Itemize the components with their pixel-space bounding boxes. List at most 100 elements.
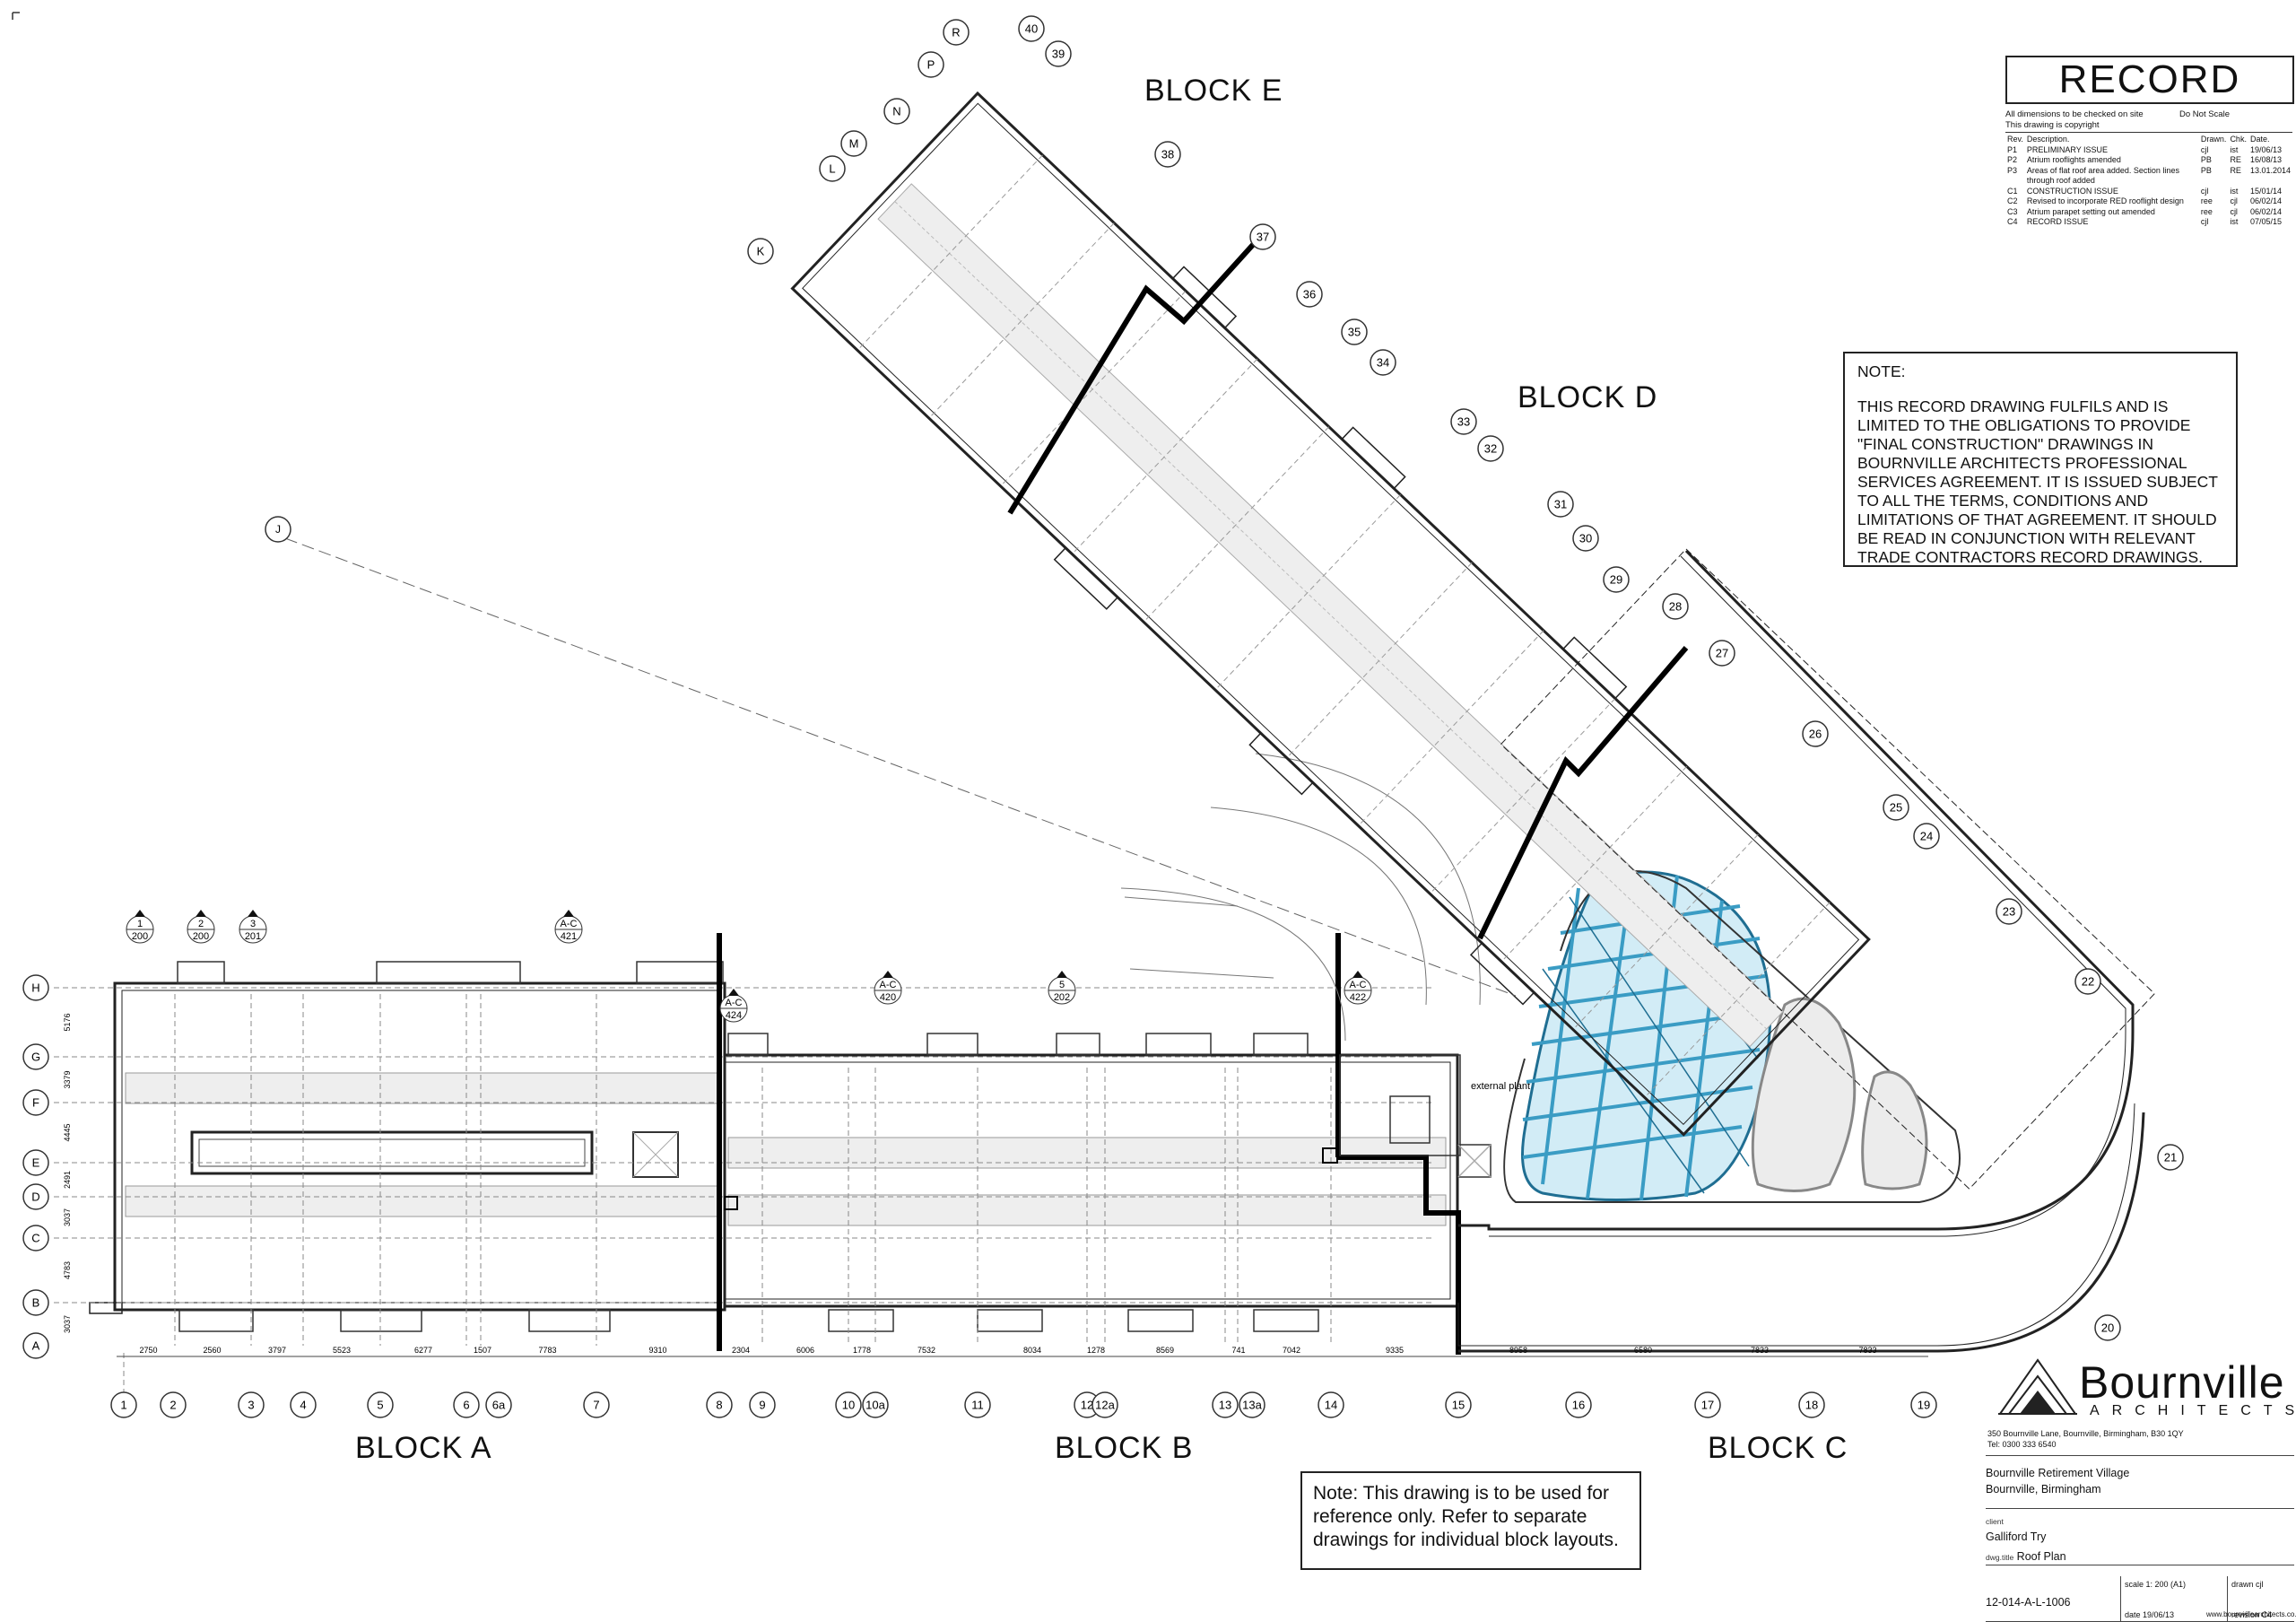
grid-bubble: 10a [862, 1391, 889, 1418]
address-line-1: 350 Bournville Lane, Bournville, Birming… [1987, 1429, 2184, 1438]
dimension-label: 7532 [918, 1346, 935, 1355]
svg-text:8: 8 [716, 1399, 722, 1412]
col-drawn: Drawn. [2200, 135, 2227, 144]
svg-text:13a: 13a [1242, 1399, 1262, 1412]
svg-text:E: E [32, 1156, 40, 1170]
address-line-2: Tel: 0300 333 6540 [1987, 1440, 2057, 1449]
svg-text:16: 16 [1572, 1399, 1585, 1412]
dimension-label: 1278 [1087, 1346, 1105, 1355]
grid-bubble: 31 [1547, 491, 1574, 518]
record-note: NOTE: THIS RECORD DRAWING FULFILS AND IS… [1843, 352, 2238, 567]
svg-text:11: 11 [971, 1399, 984, 1412]
block-d-label: BLOCK D [1518, 380, 1658, 414]
grid-bubble: B [22, 1289, 49, 1316]
logo-name: Bournville [2079, 1357, 2285, 1408]
svg-text:H: H [31, 981, 39, 995]
grid-bubble: K [747, 238, 774, 265]
grid-bubble: E [22, 1149, 49, 1176]
grid-bubble: 17 [1694, 1391, 1721, 1418]
svg-text:420: 420 [880, 992, 896, 1003]
dimension-label: 8569 [1156, 1346, 1174, 1355]
grid-bubble: P [918, 51, 944, 78]
grid-bubble: 12a [1091, 1391, 1118, 1418]
dimension-label: 3037 [63, 1315, 72, 1333]
grid-bubble: A [22, 1332, 49, 1359]
grid-bubble: 7 [583, 1391, 610, 1418]
grid-bubble: 2 [160, 1391, 187, 1418]
dwg-title-label: dwg.title [1986, 1553, 2014, 1562]
svg-text:36: 36 [1303, 288, 1316, 301]
block-e-label: BLOCK E [1144, 74, 1283, 108]
svg-text:200: 200 [193, 931, 209, 942]
grid-bubble: L [819, 155, 846, 182]
svg-text:A-C: A-C [561, 919, 578, 929]
architect-logo: Bournville ARCHITECTS [1996, 1355, 2294, 1426]
grid-bubble: R [943, 19, 970, 46]
revision: revision C4 [2231, 1610, 2273, 1619]
svg-text:12: 12 [1081, 1399, 1093, 1412]
svg-text:424: 424 [726, 1010, 742, 1021]
client-label: client [1986, 1517, 2004, 1526]
project-name: Bournville Retirement Village [1986, 1455, 2294, 1479]
grid-bubble: 8 [706, 1391, 733, 1418]
svg-text:202: 202 [1054, 992, 1070, 1003]
svg-text:2: 2 [170, 1399, 176, 1412]
grid-bubble: 23 [1996, 898, 2022, 925]
grid-bubble: 14 [1318, 1391, 1344, 1418]
dimension-label: 1778 [853, 1346, 871, 1355]
svg-text:14: 14 [1325, 1399, 1337, 1412]
grid-bubble: 24 [1913, 823, 1940, 850]
svg-text:201: 201 [245, 931, 261, 942]
svg-text:A-C: A-C [726, 998, 743, 1008]
reference-note: Note: This drawing is to be used for ref… [1300, 1471, 1641, 1570]
svg-text:C: C [31, 1232, 39, 1245]
drawing-number: 12-014-A-L-1006 [1986, 1576, 2121, 1621]
svg-text:421: 421 [561, 931, 577, 942]
logo-sub: ARCHITECTS [2090, 1403, 2296, 1418]
block-a-label: BLOCK A [355, 1431, 492, 1465]
svg-text:J: J [275, 523, 281, 536]
grid-bubble: 15 [1445, 1391, 1472, 1418]
svg-text:33: 33 [1457, 415, 1470, 429]
dimension-label: 3379 [63, 1070, 72, 1088]
grid-bubble: 39 [1045, 40, 1072, 67]
grid-bubble: D [22, 1183, 49, 1210]
dimension-label: 7042 [1283, 1346, 1300, 1355]
grid-bubble: G [22, 1043, 49, 1070]
website: www.bournvillearchitects.co.uk [2206, 1610, 2296, 1618]
grid-bubble: 20 [2094, 1314, 2121, 1341]
svg-text:200: 200 [132, 931, 148, 942]
grid-bubble: 33 [1450, 408, 1477, 435]
svg-text:34: 34 [1377, 356, 1389, 370]
svg-text:1: 1 [120, 1399, 126, 1412]
svg-text:30: 30 [1579, 532, 1592, 545]
dimension-label: 1507 [474, 1346, 491, 1355]
dimension-label: 5176 [63, 1013, 72, 1031]
col-description: Description. [2026, 135, 2070, 144]
svg-text:9: 9 [759, 1399, 765, 1412]
dimension-label: 9335 [1386, 1346, 1404, 1355]
grid-bubble: C [22, 1225, 49, 1251]
dimension-label: 7833 [1751, 1346, 1769, 1355]
block-b-label: BLOCK B [1055, 1431, 1194, 1465]
grid-bubble: 3 [238, 1391, 265, 1418]
svg-text:12a: 12a [1095, 1399, 1115, 1412]
svg-text:2: 2 [198, 919, 204, 929]
client-name: Galliford Try [1986, 1530, 2047, 1543]
grid-bubble: M [840, 130, 867, 157]
svg-text:24: 24 [1920, 830, 1933, 843]
svg-text:23: 23 [2003, 905, 2015, 919]
grid-bubble: H [22, 974, 49, 1001]
grid-bubble: 22 [2074, 968, 2101, 995]
block-de-outline [790, 91, 1871, 1137]
dimension-label: 3797 [268, 1346, 286, 1355]
